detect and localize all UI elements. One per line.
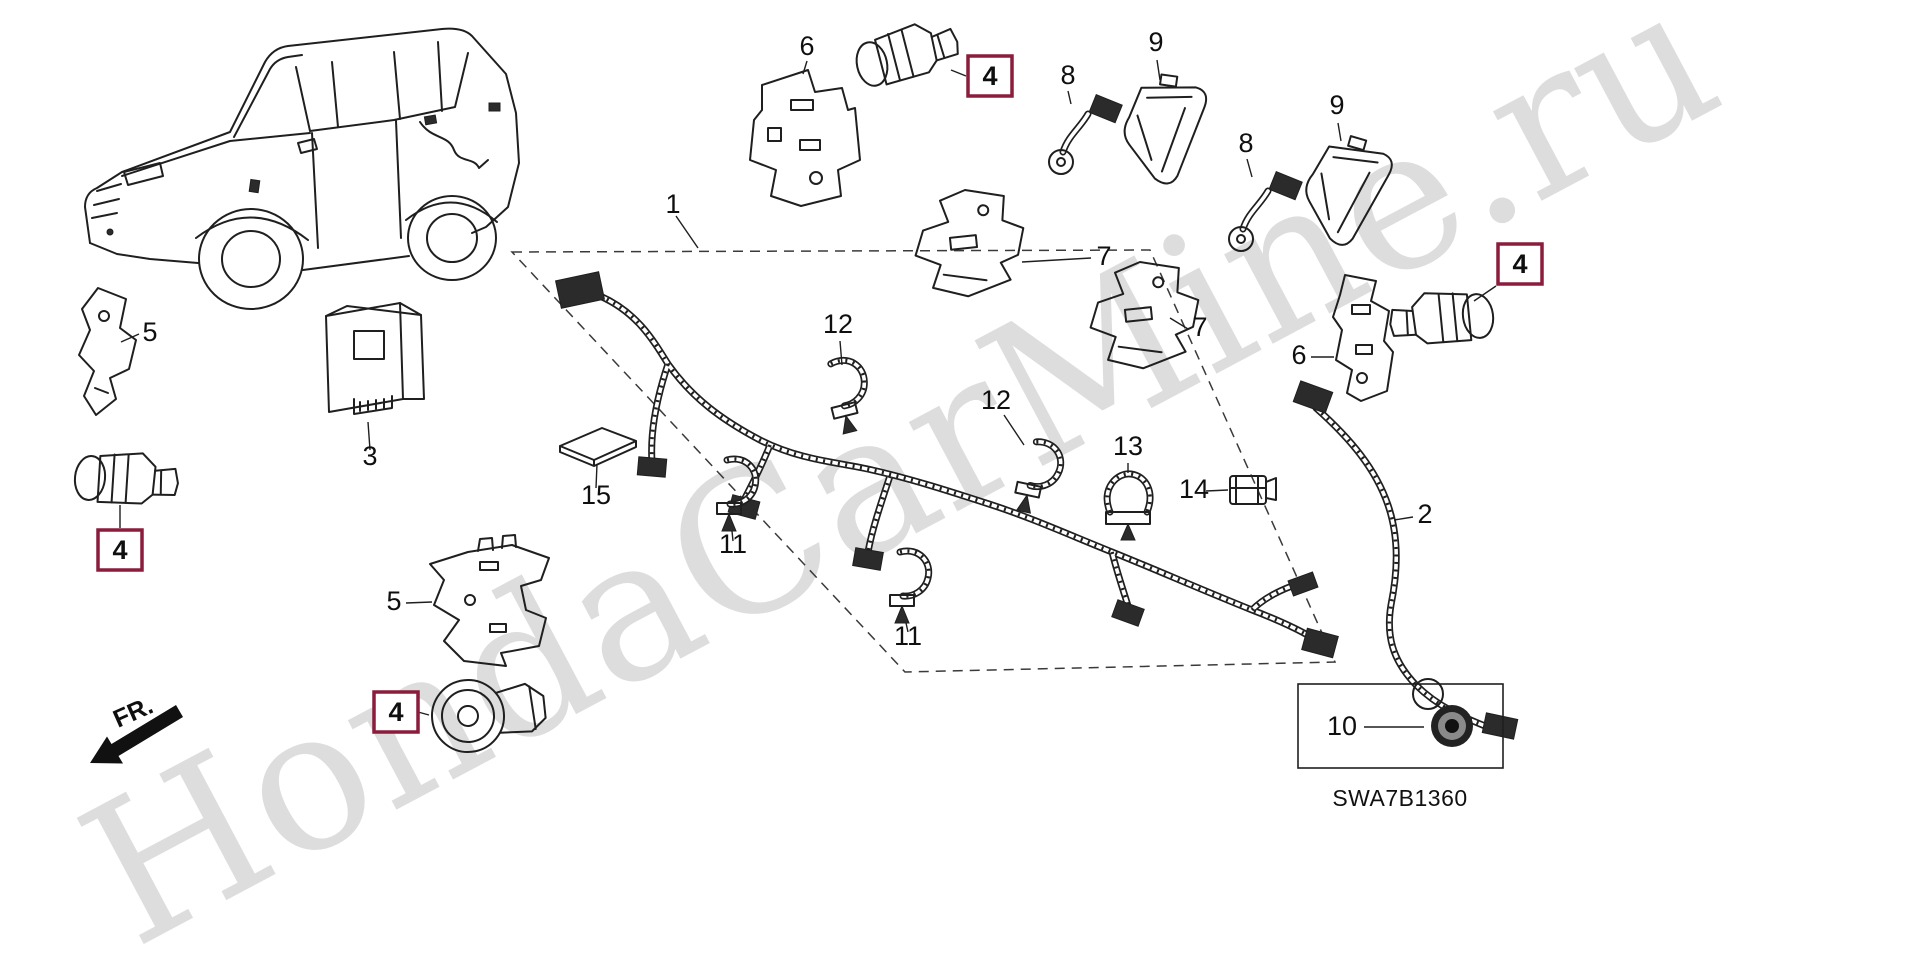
callout-7-left[interactable]: 7 <box>1096 241 1111 271</box>
callout-4-right-box <box>1496 242 1544 286</box>
control-unit-3 <box>325 302 425 415</box>
callout-4-bottom[interactable]: 4 <box>372 690 420 734</box>
car-illustration <box>84 27 520 310</box>
fr-arrow-icon <box>90 705 183 764</box>
main-harness-1 <box>554 271 1339 659</box>
part-10-ref <box>1297 683 1504 769</box>
callout-5-upper[interactable]: 5 <box>142 317 157 347</box>
callout-6-right[interactable]: 6 <box>1291 340 1306 370</box>
cover-9-right <box>1292 127 1398 254</box>
callout-7-right[interactable]: 7 <box>1192 312 1207 342</box>
sensor-4-bottom <box>427 671 550 757</box>
callout-4-right[interactable]: 4 <box>1496 242 1544 286</box>
callouts: 1 2 3 5 5 6 6 7 7 8 8 9 9 10 11 11 12 12… <box>142 27 1432 741</box>
callout-1[interactable]: 1 <box>665 189 680 219</box>
callout-4-left-box <box>96 528 144 572</box>
clip-11-right <box>890 551 929 623</box>
callout-9-right[interactable]: 9 <box>1329 90 1344 120</box>
bracket-7-left <box>908 183 1031 303</box>
grommet-10 <box>1431 705 1473 747</box>
part-10-box <box>1297 683 1504 769</box>
sensor-4-top <box>850 15 964 91</box>
callout-2[interactable]: 2 <box>1417 499 1432 529</box>
harness-boundary-dashed <box>510 249 1337 673</box>
clip-13 <box>1106 474 1150 540</box>
retainer-8-right <box>1229 172 1302 251</box>
callout-4-left[interactable]: 4 <box>96 528 144 572</box>
callout-9-left[interactable]: 9 <box>1148 27 1163 57</box>
clip-11-left <box>717 459 756 531</box>
callout-3[interactable]: 3 <box>362 441 377 471</box>
fr-direction: FR. <box>90 692 183 764</box>
callout-4-bottom-label: 4 <box>388 697 403 727</box>
sensor-4-right <box>1385 283 1498 353</box>
cover-9-left <box>1117 69 1210 189</box>
callout-4-top-label: 4 <box>982 61 997 91</box>
callout-12-left[interactable]: 12 <box>823 309 853 339</box>
bracket-5-lower <box>429 534 550 667</box>
bracket-6-right <box>1332 274 1394 402</box>
sensor-4-left <box>71 445 182 512</box>
callout-11-right[interactable]: 11 <box>894 621 922 651</box>
callout-4-left-label: 4 <box>112 535 127 565</box>
callout-8-right[interactable]: 8 <box>1238 128 1253 158</box>
bracket-7-right <box>1083 255 1206 375</box>
callout-11-left[interactable]: 11 <box>719 529 747 559</box>
callout-13[interactable]: 13 <box>1113 431 1143 461</box>
pad-15 <box>559 427 637 467</box>
diagram-code: SWA7B1360 <box>1332 785 1467 811</box>
retainer-8-left <box>1049 95 1122 174</box>
bracket-5-upper <box>78 287 137 416</box>
callout-4-bottom-box <box>372 690 420 734</box>
callout-8-left[interactable]: 8 <box>1060 60 1075 90</box>
callout-5-lower[interactable]: 5 <box>386 586 401 616</box>
callout-4-right-label: 4 <box>1512 249 1527 279</box>
callout-12-right[interactable]: 12 <box>981 385 1011 415</box>
callout-4-top-box <box>966 54 1014 98</box>
leader-lines <box>119 59 1497 728</box>
rear-harness-2 <box>1292 380 1519 740</box>
callout-4-top[interactable]: 4 <box>966 54 1014 98</box>
bracket-6-upper <box>749 69 861 207</box>
clip-12-left <box>821 356 876 435</box>
clip-12-right <box>1012 439 1065 517</box>
callout-10[interactable]: 10 <box>1327 711 1357 741</box>
callout-14[interactable]: 14 <box>1179 474 1209 504</box>
callout-6-upper[interactable]: 6 <box>799 31 814 61</box>
clip-14 <box>1229 475 1277 505</box>
callout-15[interactable]: 15 <box>581 480 611 510</box>
